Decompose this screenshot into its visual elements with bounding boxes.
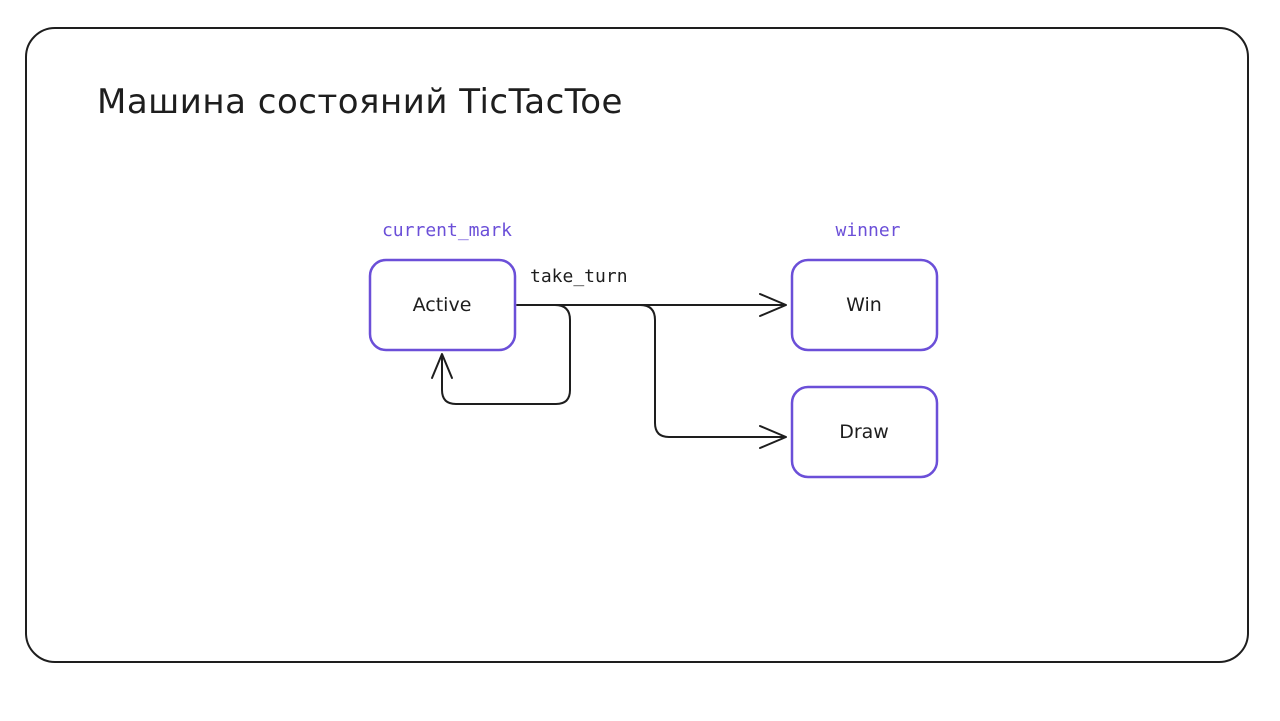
state-active-label: Active <box>413 294 472 316</box>
arrowhead-win <box>759 293 787 317</box>
arrowhead-active <box>431 353 453 379</box>
win-variable-label: winner <box>835 220 900 241</box>
edge-active-to-draw <box>639 304 786 438</box>
edge-self-loop-active <box>441 304 571 405</box>
state-draw: Draw <box>790 385 939 479</box>
state-active: Active <box>368 258 517 352</box>
take-turn-label: take_turn <box>530 266 628 287</box>
page-title: Машина состояний TicTacToe <box>97 82 623 122</box>
state-draw-label: Draw <box>839 421 889 443</box>
state-win-label: Win <box>846 294 882 316</box>
active-variable-label: current_mark <box>382 220 512 241</box>
diagram-frame <box>25 27 1249 663</box>
arrowhead-draw <box>759 425 787 449</box>
state-win: Win <box>790 258 939 352</box>
